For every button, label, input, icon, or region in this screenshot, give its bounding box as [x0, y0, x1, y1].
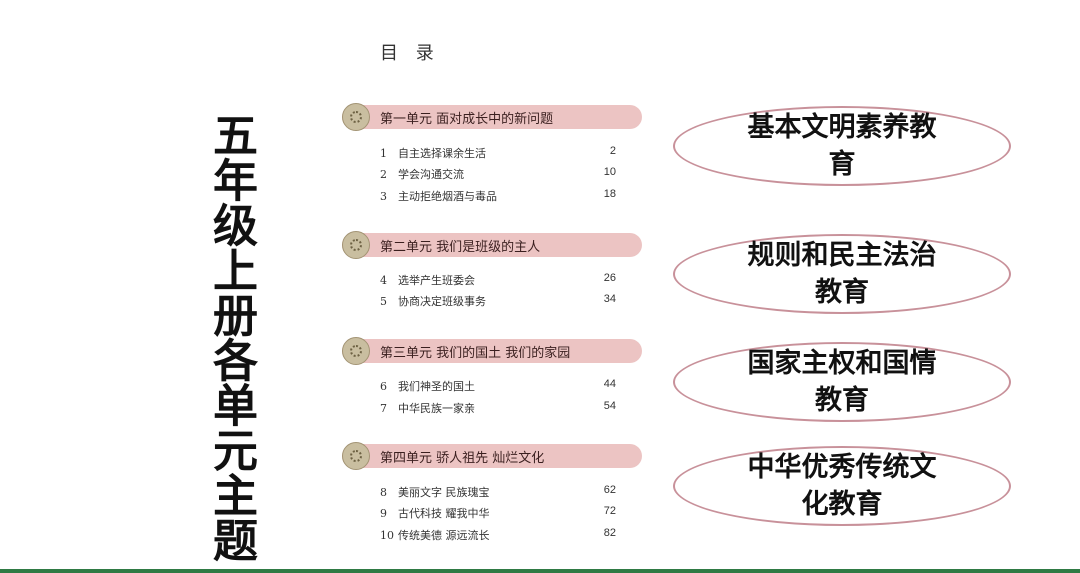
lesson-title: 自主选择课余生活 [398, 147, 486, 160]
unit-title: 第四单元 骄人祖先 灿烂文化 [380, 451, 545, 466]
lesson-title: 学会沟通交流 [398, 168, 464, 181]
toc-heading: 目 录 [380, 43, 440, 64]
lesson-number: 3 [380, 190, 387, 203]
unit-bar-2: 第二单元 我们是班级的主人 [342, 231, 642, 259]
lesson-title: 中华民族一家亲 [398, 402, 475, 415]
lesson-number: 6 [380, 380, 387, 393]
lesson-item: 7 中华民族一家亲 54 [380, 400, 616, 416]
lesson-number: 4 [380, 274, 387, 287]
lesson-item: 10 传统美德 源远流长 82 [380, 527, 616, 543]
lesson-item: 5 协商决定班级事务 34 [380, 293, 616, 309]
lesson-title: 我们神圣的国土 [398, 380, 475, 393]
lesson-page: 10 [603, 166, 616, 178]
lesson-title: 选举产生班委会 [398, 274, 475, 287]
lesson-number: 10 [380, 529, 394, 542]
bottom-divider [0, 569, 1080, 573]
theme-oval-1: 基本文明素养教育 [673, 106, 1011, 186]
unit-title: 第二单元 我们是班级的主人 [380, 240, 541, 255]
lesson-number: 5 [380, 295, 387, 308]
lesson-item: 6 我们神圣的国土 44 [380, 378, 616, 394]
unit-bar-1: 第一单元 面对成长中的新问题 [342, 103, 642, 131]
lesson-item: 4 选举产生班委会 26 [380, 272, 616, 288]
lesson-title: 古代科技 耀我中华 [398, 507, 490, 520]
lesson-item: 3 主动拒绝烟酒与毒品 18 [380, 188, 616, 204]
unit-bar-3: 第三单元 我们的国土 我们的家园 [342, 337, 642, 365]
lesson-page: 82 [603, 527, 616, 539]
vertical-title: 五年级上册各单元主题 [205, 112, 258, 562]
lesson-page: 62 [603, 484, 616, 496]
unit-title: 第三单元 我们的国土 我们的家园 [380, 346, 571, 361]
lesson-page: 34 [603, 293, 616, 305]
theme-oval-4: 中华优秀传统文化教育 [673, 446, 1011, 526]
unit-emblem-icon [342, 231, 370, 259]
theme-oval-3: 国家主权和国情教育 [673, 342, 1011, 422]
lesson-page: 54 [603, 400, 616, 412]
lesson-page: 44 [603, 378, 616, 390]
lesson-item: 8 美丽文字 民族瑰宝 62 [380, 484, 616, 500]
lesson-item: 2 学会沟通交流 10 [380, 166, 616, 182]
lesson-item: 1 自主选择课余生活 2 [380, 145, 616, 161]
lesson-number: 8 [380, 486, 387, 499]
unit-bar-4: 第四单元 骄人祖先 灿烂文化 [342, 442, 642, 470]
theme-text: 国家主权和国情教育 [747, 348, 937, 416]
theme-oval-2: 规则和民主法治教育 [673, 234, 1011, 314]
unit-emblem-icon [342, 103, 370, 131]
lesson-number: 2 [380, 168, 387, 181]
unit-emblem-icon [342, 337, 370, 365]
lesson-title: 美丽文字 民族瑰宝 [398, 486, 490, 499]
lesson-page: 18 [603, 188, 616, 200]
lesson-page: 26 [603, 272, 616, 284]
lesson-number: 7 [380, 402, 387, 415]
theme-text: 规则和民主法治教育 [747, 240, 937, 308]
lesson-title: 协商决定班级事务 [398, 295, 486, 308]
lesson-page: 72 [603, 505, 616, 517]
lesson-number: 9 [380, 507, 387, 520]
theme-text: 中华优秀传统文化教育 [747, 452, 937, 520]
unit-emblem-icon [342, 442, 370, 470]
lesson-item: 9 古代科技 耀我中华 72 [380, 505, 616, 521]
unit-title: 第一单元 面对成长中的新问题 [380, 112, 554, 127]
lesson-page: 2 [609, 145, 616, 157]
lesson-title: 主动拒绝烟酒与毒品 [398, 190, 497, 203]
lesson-title: 传统美德 源远流长 [398, 529, 490, 542]
lesson-number: 1 [380, 147, 387, 160]
theme-text: 基本文明素养教育 [747, 112, 937, 180]
